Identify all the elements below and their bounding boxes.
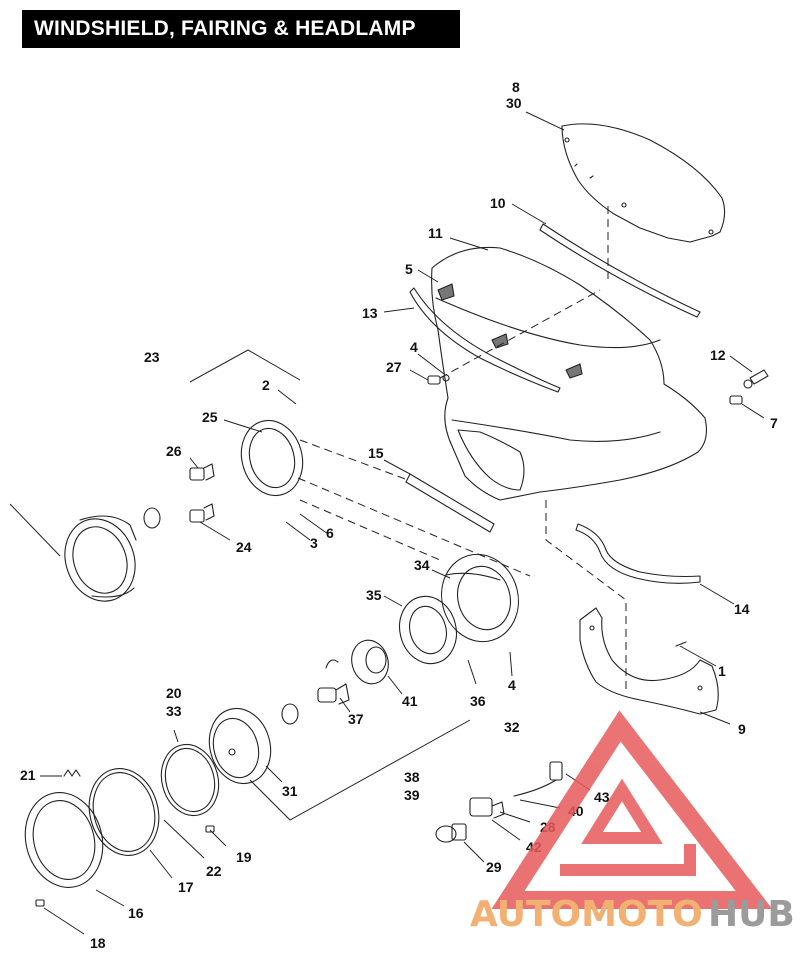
- watermark: AUTOMOTO HUB: [470, 710, 795, 935]
- callout-1: 1: [718, 663, 726, 679]
- fairing-trim-13: [409, 287, 561, 393]
- callout-9: 9: [738, 721, 746, 737]
- callout-35: 35: [366, 587, 382, 603]
- callout-2: 2: [262, 377, 270, 393]
- callout-11: 11: [428, 225, 443, 241]
- callout-19: 19: [236, 849, 252, 865]
- callout-20: 20: [166, 685, 182, 701]
- callout-27: 27: [386, 359, 402, 375]
- callout-31: 31: [282, 783, 298, 799]
- windshield: [561, 123, 726, 243]
- socket-42: [469, 797, 505, 819]
- adjuster-ring-41: [351, 639, 389, 685]
- callout-33: 33: [166, 703, 182, 719]
- callout-37: 37: [348, 711, 364, 727]
- callout-41: 41: [402, 693, 418, 709]
- callout-3: 3: [310, 535, 318, 551]
- sealed-beam-31: [208, 703, 299, 785]
- callout-36: 36: [470, 693, 486, 709]
- callout-16: 16: [128, 905, 144, 921]
- callout-21: 21: [20, 767, 36, 783]
- callout-29: 29: [486, 859, 502, 875]
- screw-19: [205, 825, 215, 833]
- bolt-12: [743, 369, 769, 389]
- retaining-ring-20: [160, 743, 220, 817]
- watermark-logo-icon: [491, 710, 773, 909]
- callout-22: 22: [206, 863, 222, 879]
- callout-30: 30: [506, 95, 522, 111]
- alignment-lines: [297, 206, 627, 690]
- callout-15: 15: [368, 445, 384, 461]
- headlamp-bucket-35: [399, 595, 457, 665]
- leader-lines: [9, 111, 765, 935]
- callout-4a: 4: [410, 339, 418, 355]
- callout-24: 24: [236, 539, 252, 555]
- bulb-29: [435, 823, 467, 843]
- screw-18: [35, 899, 45, 907]
- watermark-text-1: AUTOMOTO: [470, 894, 703, 935]
- outer-ring-16: [24, 792, 104, 888]
- callout-7: 7: [770, 415, 778, 431]
- headlamp-assembly-23: [64, 507, 161, 602]
- callout-13: 13: [362, 305, 378, 321]
- callout-12: 12: [710, 347, 726, 363]
- callout-6: 6: [326, 525, 334, 541]
- callout-8: 8: [512, 79, 520, 95]
- watermark-text-2: HUB: [708, 894, 795, 935]
- callout-38: 38: [404, 769, 420, 785]
- callout-17: 17: [178, 879, 194, 895]
- callout-10: 10: [490, 195, 506, 211]
- callout-25: 25: [202, 409, 218, 425]
- bulb-24: [189, 503, 215, 523]
- callout-39: 39: [404, 787, 420, 803]
- callout-23: 23: [144, 349, 160, 365]
- callout-26: 26: [166, 443, 182, 459]
- spring-21: [63, 769, 81, 777]
- screw-7: [729, 395, 743, 405]
- fairing: [431, 246, 707, 501]
- trim-ring-17: [88, 768, 160, 856]
- callout-32: 32: [504, 719, 520, 735]
- callout-labels: 8 30 10 11 5 13 4 27 12 7 23 2 25 26 15 …: [20, 79, 778, 951]
- callout-5: 5: [405, 261, 413, 277]
- bulb-37: [317, 659, 350, 705]
- windshield-trim-strip: [539, 223, 701, 318]
- socket-43: [513, 761, 563, 797]
- trim-strip-15: [405, 473, 495, 533]
- lower-cover-9: [579, 607, 719, 715]
- headlamp-housing-34: [441, 553, 519, 643]
- callout-34: 34: [414, 557, 430, 573]
- callout-4b: 4: [508, 677, 516, 693]
- bulb-26: [189, 463, 215, 481]
- callout-18: 18: [90, 935, 106, 951]
- diagram-title: WINDSHIELD, FAIRING & HEADLAMP: [22, 10, 460, 48]
- bracket-14: [575, 523, 701, 584]
- callout-43: 43: [594, 789, 610, 805]
- mounting-ring-25: [240, 419, 304, 497]
- callout-14: 14: [734, 601, 750, 617]
